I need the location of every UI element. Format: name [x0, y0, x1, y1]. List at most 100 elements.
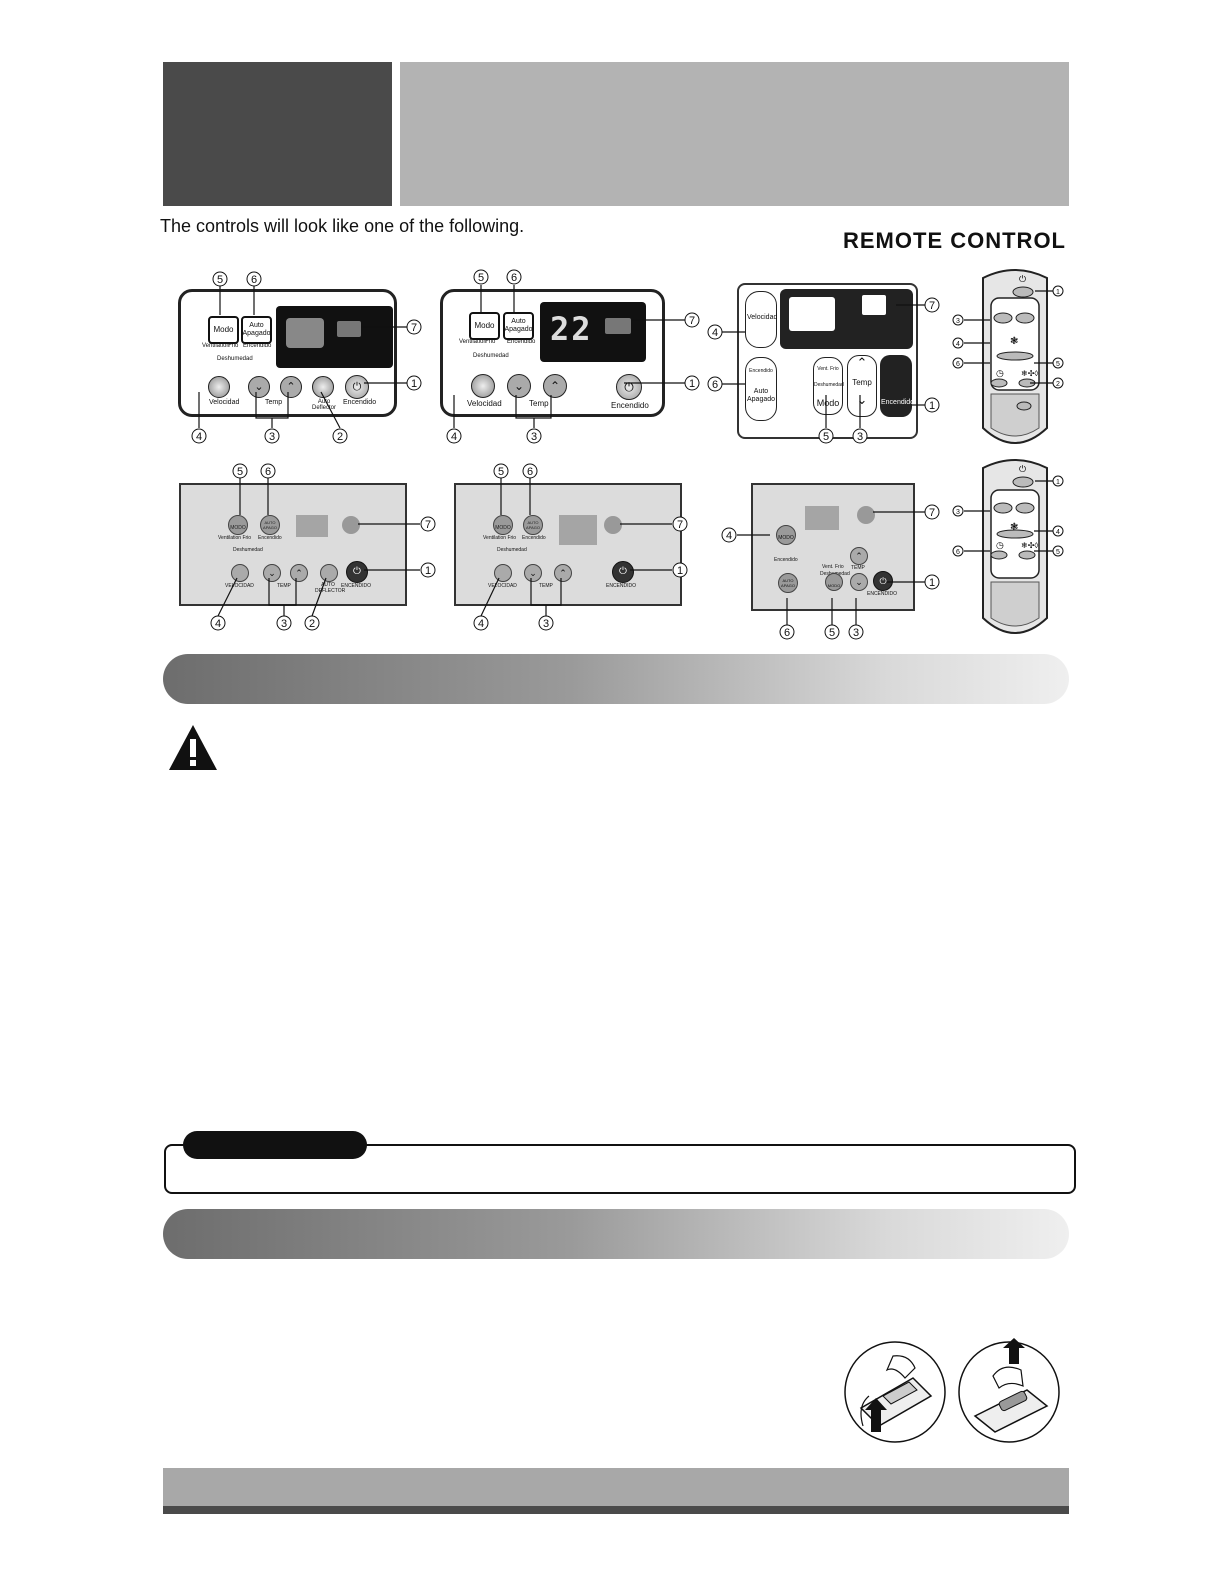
svg-text:5: 5	[498, 466, 504, 478]
svg-text:5: 5	[1056, 361, 1060, 368]
svg-text:3: 3	[853, 627, 859, 639]
auto-deflector-button[interactable]	[312, 376, 334, 398]
remote-timer-button[interactable]	[990, 550, 1008, 560]
temp-down-button[interactable]: ⌄	[248, 376, 270, 398]
auto-off-button[interactable]: Auto Apagado	[241, 316, 272, 344]
auto-off-button[interactable]: AUTO APAGO	[260, 515, 280, 535]
svg-text:4: 4	[478, 618, 484, 630]
remote-temp-down-button[interactable]	[993, 502, 1013, 514]
temp-up-button[interactable]: ⌃	[280, 376, 302, 398]
temp-up-button[interactable]: ⌃	[290, 564, 308, 582]
svg-text:3: 3	[281, 618, 287, 630]
indicator-encendido: Encendido	[243, 343, 272, 349]
remote-control-1: ⏻ ❃ ◷ ❄✣◊	[982, 269, 1048, 444]
indicator-vent-frio: Ventilation Frio	[218, 535, 252, 541]
temperature-display	[296, 515, 328, 537]
svg-text:4: 4	[196, 431, 202, 443]
indicator-ventilation: Ventilation	[202, 343, 230, 349]
control-panel-b: Modo Auto Apagado Ventilation Frio Encen…	[440, 289, 665, 417]
mode-button[interactable]: MODO	[228, 515, 248, 535]
svg-text:2: 2	[337, 431, 343, 443]
mode-button[interactable]: Modo	[469, 312, 500, 340]
speed-button[interactable]	[471, 374, 495, 398]
svg-text:7: 7	[425, 519, 431, 531]
speed-button[interactable]	[494, 564, 512, 582]
mode-button[interactable]: MODO	[493, 515, 513, 535]
power-label: ENCENDIDO	[341, 583, 372, 589]
svg-text:7: 7	[689, 315, 695, 327]
remote-speed-button[interactable]	[996, 529, 1034, 539]
temp-label: TEMP	[277, 583, 291, 589]
svg-text:5: 5	[217, 274, 223, 286]
power-label: ENCENDIDO	[867, 591, 898, 597]
temp-label: TEMP	[851, 565, 865, 571]
svg-text:4: 4	[712, 327, 718, 339]
temp-rocker-button[interactable]: ⌃ Temp ⌄	[847, 355, 877, 417]
indicator-ventilation: Ventilation	[459, 339, 487, 345]
callout-overlay: 5 6 7 1 4 3 2 5 6 7 1 4 3 4 6 7 1 5 3 1 …	[191, 269, 1064, 640]
temp-down-button[interactable]: ⌄	[850, 573, 868, 591]
remote-power-button[interactable]	[1012, 286, 1034, 298]
speed-button[interactable]	[208, 376, 230, 398]
speed-label: VELOCIDAD	[488, 583, 517, 589]
remote-deflector-button[interactable]	[1016, 401, 1032, 411]
temp-down-button[interactable]: ⌄	[507, 374, 531, 398]
timer-icon: ◷	[996, 368, 1004, 378]
mode-button[interactable]: Vent. Frio Deshumedad Modo	[813, 357, 844, 415]
temp-down-button[interactable]: ⌄	[524, 564, 542, 582]
temp-down-button[interactable]: ⌄	[263, 564, 281, 582]
svg-text:3: 3	[543, 618, 549, 630]
temp-label: Temp	[265, 399, 283, 406]
auto-off-button[interactable]: AUTO APAGO	[778, 573, 798, 593]
svg-text:3: 3	[956, 509, 960, 516]
speed-button[interactable]: MODO	[776, 525, 796, 545]
power-button[interactable]: ⏻	[873, 571, 893, 591]
remote-sensor	[605, 318, 631, 334]
svg-text:6: 6	[712, 379, 718, 391]
note-tab	[183, 1131, 367, 1159]
mode-icons: ❄✣◊	[1021, 369, 1038, 378]
power-label: Encendido	[611, 401, 649, 410]
svg-text:1: 1	[1056, 289, 1060, 296]
remote-sensor	[857, 506, 875, 524]
indicator-deshumedad: Deshumedad	[233, 547, 263, 553]
temperature-display	[789, 297, 835, 331]
indicator-frio: Frio	[228, 343, 239, 349]
warning-icon	[169, 725, 217, 770]
remote-temp-up-button[interactable]	[1015, 502, 1035, 514]
power-icon: ⏻	[1019, 464, 1026, 474]
speed-button[interactable]	[231, 564, 249, 582]
remote-power-button[interactable]	[1012, 476, 1034, 488]
mode-button[interactable]: Modo	[208, 316, 239, 344]
auto-off-button[interactable]: Auto Apagado	[503, 312, 534, 340]
indicator-vent-frio: Ventilation Frio	[483, 535, 517, 541]
indicator-vent: Vent.	[822, 564, 834, 570]
temp-up-button[interactable]: ⌃	[543, 374, 567, 398]
fan-icon: ❃	[1010, 522, 1018, 533]
power-button[interactable]: ⏻	[612, 561, 634, 583]
temp-up-button[interactable]: ⌃	[850, 547, 868, 565]
mode-button[interactable]: MODO	[825, 573, 843, 591]
power-button[interactable]: ⏻	[616, 374, 642, 400]
auto-deflector-button[interactable]	[320, 564, 338, 582]
auto-off-button[interactable]: Encendido Auto Apagado	[745, 357, 777, 421]
speed-button[interactable]: Velocidad	[745, 291, 777, 348]
power-label: ENCENDIDO	[606, 583, 637, 589]
remote-timer-button[interactable]	[990, 378, 1008, 388]
power-button[interactable]: Encendido	[880, 355, 914, 417]
display-area	[780, 289, 913, 349]
power-button[interactable]: ⏻	[345, 375, 369, 399]
indicator-encendido: Encendido	[774, 557, 798, 563]
auto-off-button[interactable]: AUTO APAGO	[523, 515, 543, 535]
remote-temp-down-button[interactable]	[993, 312, 1013, 324]
temp-up-button[interactable]: ⌃	[554, 564, 572, 582]
remote-speed-button[interactable]	[996, 351, 1034, 361]
remote-mode-button[interactable]	[1018, 550, 1036, 560]
remote-temp-up-button[interactable]	[1015, 312, 1035, 324]
svg-text:2: 2	[309, 618, 315, 630]
remote-sensor	[342, 516, 360, 534]
power-button[interactable]: ⏻	[346, 561, 368, 583]
svg-text:6: 6	[511, 272, 517, 284]
indicator-frio: Frio	[485, 339, 496, 345]
remote-sensor	[337, 321, 361, 337]
